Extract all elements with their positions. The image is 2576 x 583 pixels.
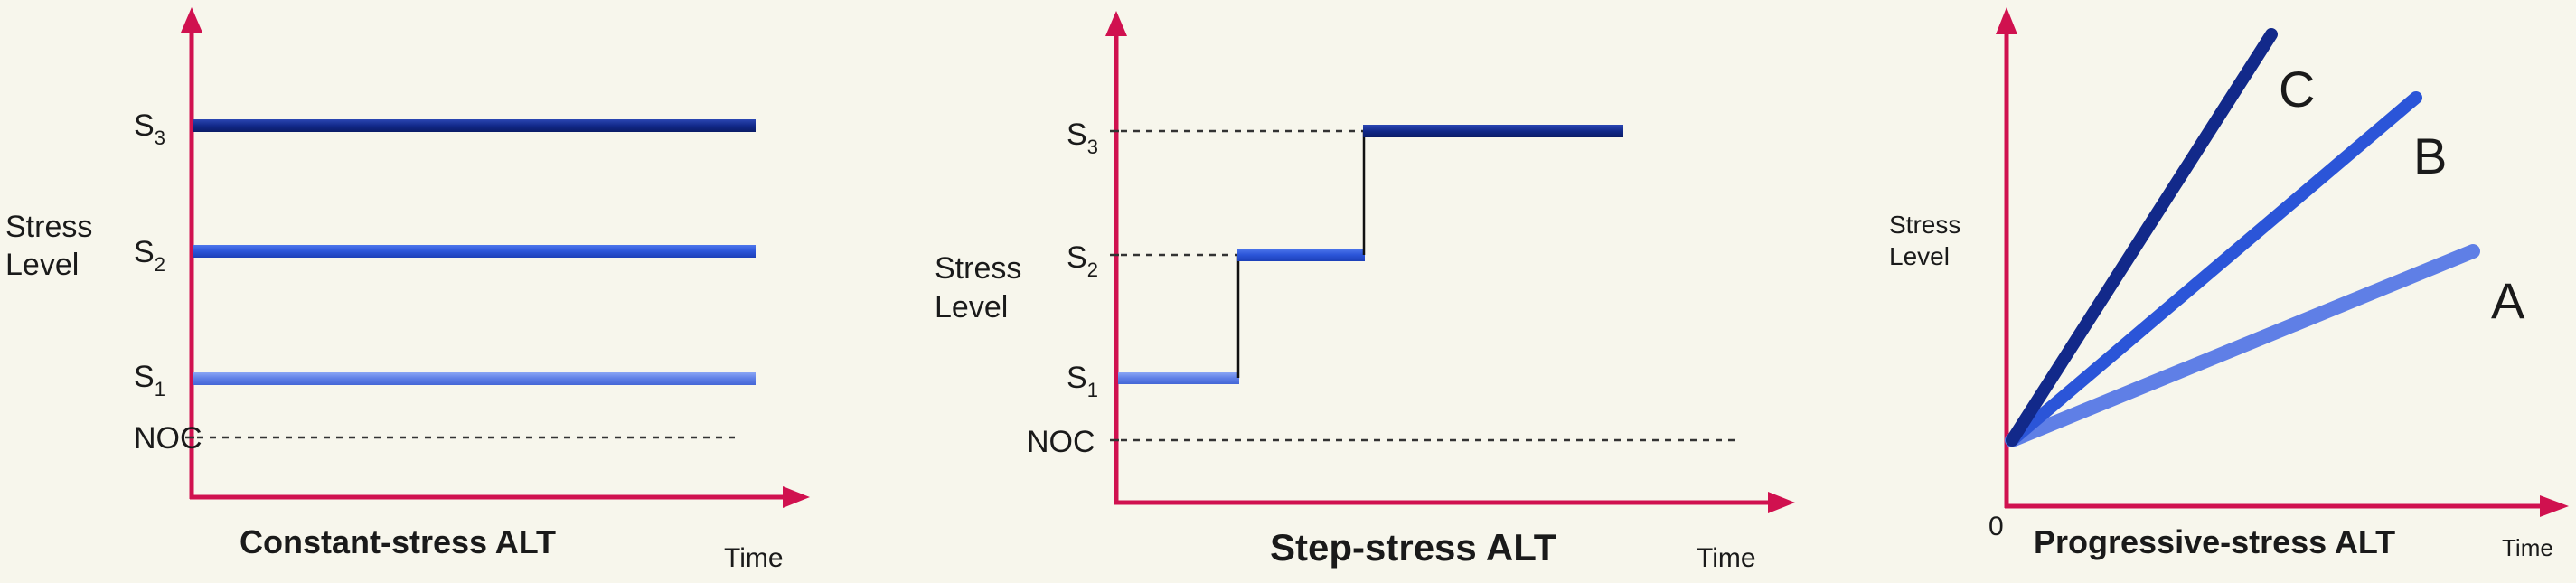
panel3-label-b: B [2413, 127, 2447, 184]
panel2-s2-label: S2 [1067, 240, 1098, 281]
panel3-stress-label-line1: Stress [1889, 211, 1960, 239]
panel1-stress-label-line2: Level [5, 248, 79, 282]
panel-progressive-stress: C B A Stress Level 0 Progressive-stress … [1889, 7, 2569, 561]
panel-constant-stress: S3 S2 S1 NOC Stress Level Constant-stres… [5, 7, 810, 573]
panel2-stress-label-line2: Level [935, 290, 1008, 324]
panel3-caption: Progressive-stress ALT [2034, 523, 2395, 560]
panel3-x-axis-arrow-icon [2540, 495, 2569, 517]
panel3-label-c: C [2279, 61, 2315, 118]
panel-step-stress: S3 S2 S1 NOC Stress Level Step-stress AL… [935, 11, 1795, 573]
panel1-caption: Constant-stress ALT [240, 523, 556, 560]
panel1-s2-bar [193, 245, 756, 258]
panel1-s1-bar [193, 372, 756, 385]
panel3-line-b [2006, 91, 2422, 447]
panel1-s3-bar [193, 119, 756, 132]
panel3-time-label: Time [2502, 534, 2553, 561]
panel3-label-a: A [2491, 272, 2525, 329]
panel1-s1-label: S1 [134, 360, 165, 400]
panel1-y-axis-arrow-icon [181, 7, 202, 33]
panel3-line-c [2006, 28, 2278, 447]
panel3-stress-label-line2: Level [1889, 242, 1950, 270]
panel3-y-axis-arrow-icon [1996, 7, 2017, 34]
panel2-s1-label: S1 [1067, 361, 1098, 401]
panel2-x-axis-arrow-icon [1768, 492, 1795, 513]
panel2-caption: Step-stress ALT [1270, 526, 1557, 569]
panel1-s3-label: S3 [134, 108, 165, 149]
panel1-s2-label: S2 [134, 235, 165, 276]
panel1-time-label: Time [724, 543, 784, 573]
panel2-s3-label: S3 [1067, 118, 1098, 158]
panel2-step3-bar [1363, 125, 1623, 137]
panel2-noc-label: NOC [1027, 425, 1095, 459]
panel3-line-a [2005, 244, 2480, 447]
panel1-x-axis-arrow-icon [783, 486, 810, 508]
panel3-origin-label: 0 [1988, 512, 2004, 541]
panel2-step1-bar [1118, 372, 1239, 384]
panel2-step2-bar [1237, 249, 1365, 261]
panel1-noc-label: NOC [134, 421, 202, 456]
panel2-time-label: Time [1697, 543, 1756, 573]
panel1-stress-label-line1: Stress [5, 210, 92, 244]
panel2-stress-label-line1: Stress [935, 251, 1021, 286]
panel2-y-axis-arrow-icon [1105, 11, 1127, 36]
